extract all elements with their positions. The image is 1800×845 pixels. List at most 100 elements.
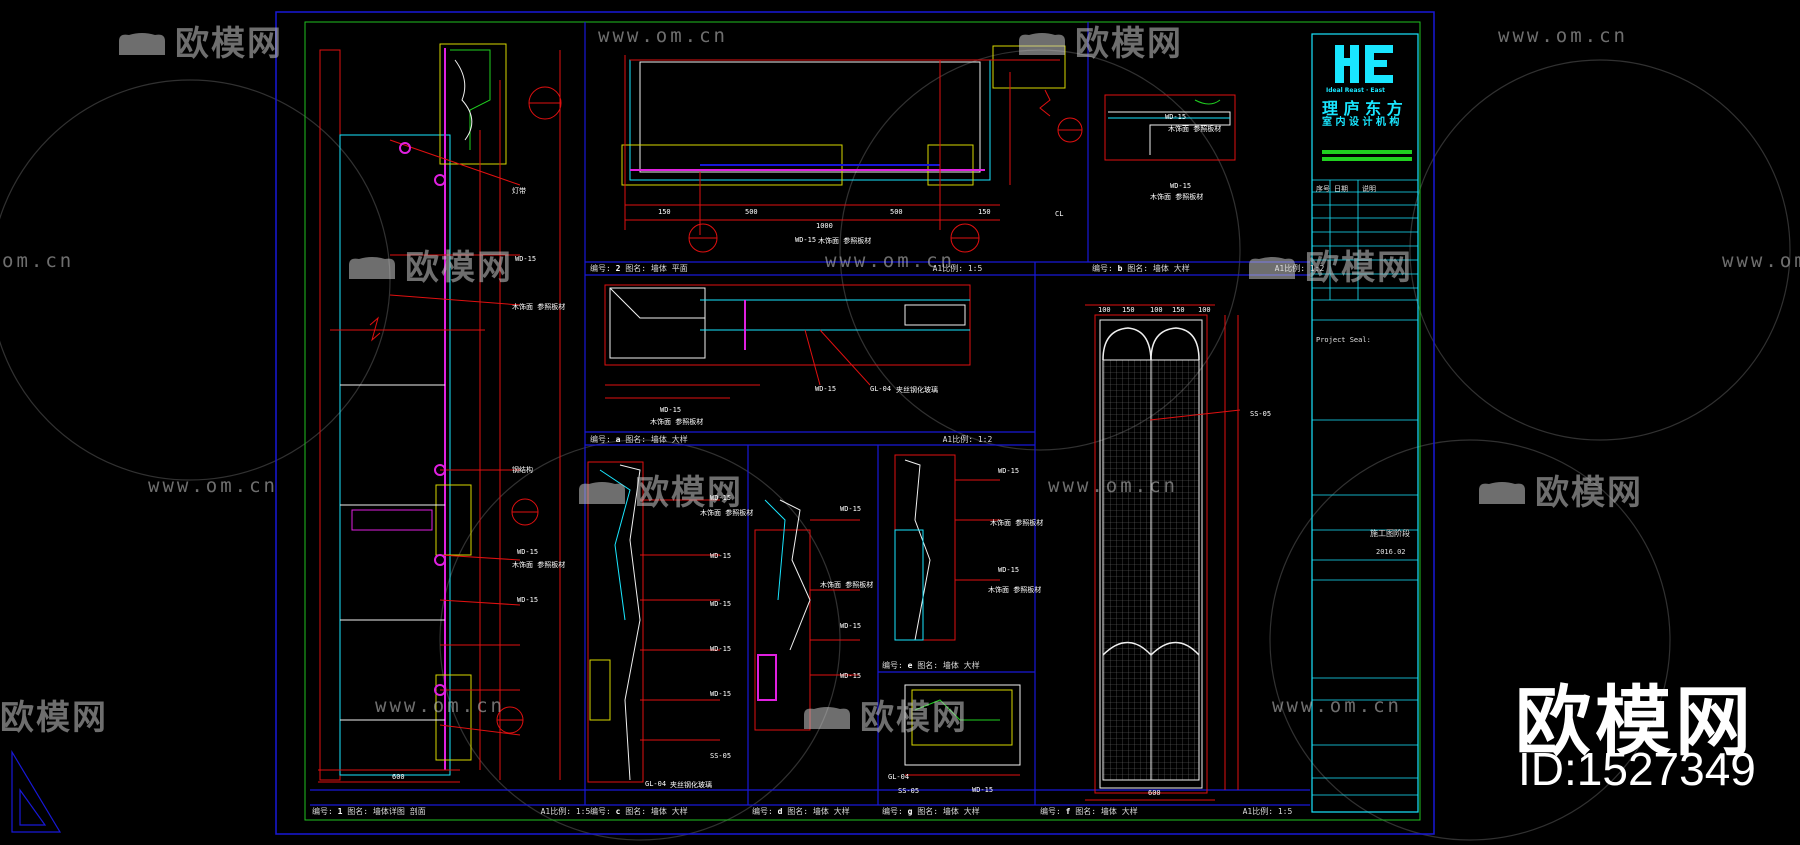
detail-d-drawing (754, 499, 860, 731)
detail-c-drawing (587, 461, 720, 783)
panel-label-2: 编号: 2 图名: 墙体 平面 A1比例: 1:5 (590, 264, 983, 273)
watermark-brand: 欧模网 (1245, 240, 1413, 289)
material-tag: WD-15 (840, 505, 862, 513)
material-tag: SS-05 (898, 787, 920, 795)
material-note: 木饰面 参照板材 (818, 237, 872, 245)
material-tag: WD-15 (515, 255, 537, 263)
panel-num: c (615, 807, 621, 816)
dim-label: 150 (1172, 306, 1185, 314)
rev-head-no: 序号 (1316, 185, 1330, 193)
watermark-brand: 欧模网 (575, 465, 743, 514)
material-tag: GL-04 (888, 773, 910, 781)
material-tag: WD-15 (517, 548, 539, 556)
watermark-brand-text: 欧模网 (860, 698, 968, 738)
sofa-logo-icon (579, 481, 625, 504)
company-logo-mark (1335, 45, 1393, 83)
panel-scale: A1比例: 1:2 (942, 435, 993, 444)
watermark-url: www.om.cn (375, 695, 505, 717)
watermark-brand-text: 欧模网 (175, 24, 283, 64)
panel-label-d: 编号: d 图名: 墙体 大样 (752, 807, 850, 816)
material-tag: WD-15 (998, 467, 1020, 475)
sofa-logo-icon (804, 706, 850, 729)
material-tag: WD-15 (710, 494, 732, 502)
company-subtitle: 室 内 设 计 机 构 (1322, 117, 1400, 128)
material-tag: WD-15 (1170, 182, 1192, 190)
title-block-frame (1311, 33, 1419, 813)
inner-sheet-frame (304, 21, 1421, 821)
detail-b-drawing (1104, 94, 1236, 161)
material-note: 木饰面 参照板材 (1168, 125, 1222, 133)
panel-label-g: 编号: g 图名: 墙体 大样 (882, 807, 980, 816)
material-note: 木饰面 参照板材 (988, 586, 1042, 594)
material-tag: WD-15 (795, 236, 817, 244)
material-tag: WD-15 (710, 645, 732, 653)
material-note: 木饰面 参照板材 (512, 303, 566, 311)
panel-title: 墙体 平面 (650, 264, 688, 273)
dim-label: 500 (890, 208, 903, 216)
dim-label: CL (1055, 210, 1064, 218)
watermark-url: www.om.cn (1048, 475, 1178, 497)
panel-label-b: 编号: b 图名: 墙体 大样 A1比例: 1:2 (1092, 264, 1325, 273)
sofa-logo-icon (1479, 481, 1525, 504)
company-name: 理 庐 东 方 (1322, 99, 1403, 118)
material-note: 灯带 (512, 187, 526, 195)
watermark-brand: 欧模网 (115, 16, 283, 65)
panel-title: 墙体 大样 (942, 807, 980, 816)
logo-green-bars (1322, 150, 1412, 161)
drawing-date: 2016.02 (1376, 548, 1406, 556)
detail-a-drawing (604, 284, 971, 399)
corner-triangle-icon (11, 749, 62, 833)
panel-num: b (1117, 264, 1123, 273)
material-tag: GL-04 (870, 385, 892, 393)
watermark-brand-text: 欧模网 (1305, 248, 1413, 288)
drawing-phase: 施工图阶段 (1370, 529, 1410, 538)
material-tag: WD-15 (840, 672, 862, 680)
panel-title: 墙体 大样 (1152, 264, 1190, 273)
section-1-drawing (318, 43, 562, 783)
sofa-logo-icon (119, 32, 165, 55)
panel-label-a: 编号: a 图名: 墙体 大样 A1比例: 1:2 (590, 435, 993, 444)
panel-title: 墙体 大样 (650, 807, 688, 816)
panel-title: 墙体 大样 (942, 661, 980, 670)
big-watermark-id: ID:1527349 (1518, 743, 1756, 795)
material-tag: SS-05 (1250, 410, 1272, 418)
panel-title: 墙体 大样 (1100, 807, 1138, 816)
panel-title: 墙体 大样 (812, 807, 850, 816)
panel-num: 2 (615, 264, 621, 273)
material-tag: GL-04 (645, 780, 667, 788)
material-tag: WD-15 (972, 786, 994, 794)
material-note: 钢结构 (512, 466, 533, 474)
material-note: 夹丝钢化玻璃 (670, 781, 712, 789)
dim-label: 100 (1198, 306, 1211, 314)
watermark-brand: 欧模网 (0, 690, 108, 739)
detail-e-drawing (894, 454, 1000, 641)
watermark-url: www.om.cn (1722, 250, 1800, 272)
dim-label: 1000 (816, 222, 833, 230)
panel-dividers (310, 22, 1310, 806)
watermark-url: www.om.cn (148, 475, 278, 497)
material-tag: WD-15 (815, 385, 837, 393)
panel-label-e: 编号: e 图名: 墙体 大样 (882, 661, 980, 670)
watermark-brand-text: 欧模网 (1535, 473, 1643, 513)
watermark-brand-text: 欧模网 (635, 473, 743, 513)
panel-num: 1 (337, 807, 343, 816)
material-note: 夹丝钢化玻璃 (896, 386, 938, 394)
material-note: 木饰面 参照板材 (700, 509, 754, 517)
dim-label: 150 (1122, 306, 1135, 314)
panel-num: a (615, 435, 621, 444)
detail-g-drawing (904, 684, 1021, 776)
watermark-brand-text: 欧模网 (405, 248, 513, 288)
material-tag: WD-15 (840, 622, 862, 630)
watermark-url: www.om.cn (1498, 25, 1628, 47)
material-tag: WD-15 (710, 552, 732, 560)
watermark-brand-text: 欧模网 (1075, 24, 1183, 64)
material-tag: SS-05 (710, 752, 732, 760)
material-tag: WD-15 (660, 406, 682, 414)
panel-scale: A1比例: 1:5 (932, 264, 983, 273)
dim-label: 100 (1098, 306, 1111, 314)
watermark-brand: 欧模网 (1475, 465, 1643, 514)
panel-label-c: 编号: c 图名: 墙体 大样 (590, 807, 688, 816)
watermark-url: www.om.cn (825, 250, 955, 272)
